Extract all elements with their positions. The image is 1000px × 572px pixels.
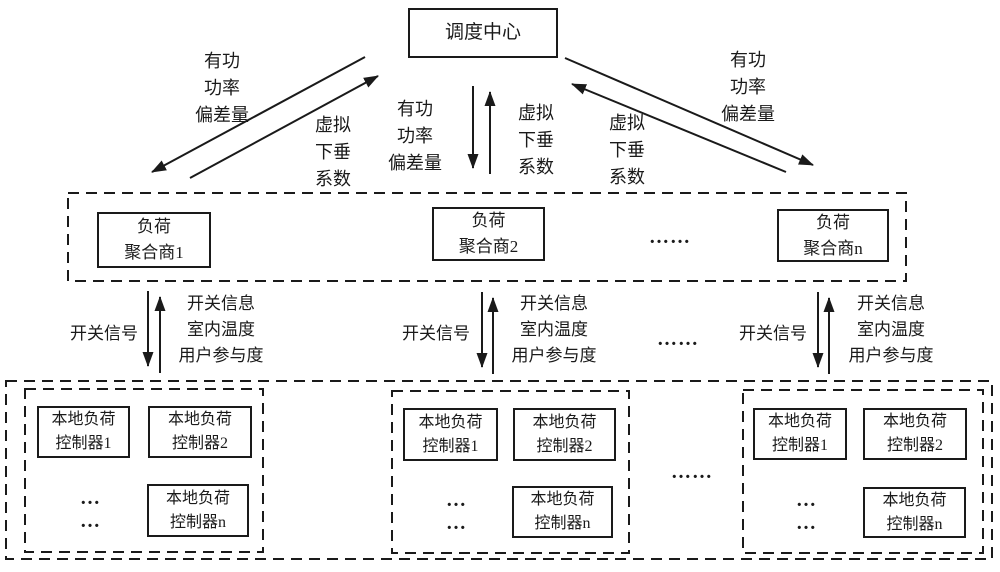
controller-label-line: 本地负荷: [418, 413, 483, 431]
controller-label-line: 控制器n: [169, 513, 226, 531]
label-line: 系数: [609, 167, 645, 187]
label-line: 偏差量: [388, 153, 442, 173]
local-controller2-box-group2: 本地负荷 控制器2: [513, 408, 616, 461]
label-line: 用户参与度: [178, 346, 264, 365]
aggregator-label-line: 负荷: [137, 217, 171, 236]
label-virtual-droop-center: 虚拟 下垂 系数: [491, 100, 581, 181]
aggregator-label-line: 聚合商1: [124, 243, 184, 262]
label-active-power-right: 有功 功率 偏差量: [703, 47, 793, 128]
label-line: 下垂: [315, 142, 351, 162]
label-line: 下垂: [609, 140, 645, 160]
label-line: 用户参与度: [511, 346, 597, 365]
controller-label-line: 控制器2: [536, 437, 593, 455]
label-line: 虚拟: [518, 103, 554, 123]
label-line: 虚拟: [315, 115, 351, 135]
label-line: 功率: [204, 78, 240, 98]
aggregator-label-line: 聚合商n: [803, 238, 863, 258]
controller-label-line: 控制器n: [886, 515, 943, 533]
ellipsis-line: …: [446, 489, 466, 511]
label-line: 系数: [315, 169, 351, 189]
label-active-power-center: 有功 功率 偏差量: [370, 96, 460, 177]
ellipsis-line: …: [80, 487, 100, 509]
controller-label-line: 控制器n: [534, 515, 591, 532]
label-switch-signal-group1: 开关信号: [70, 324, 138, 343]
label-virtual-droop-right: 虚拟 下垂 系数: [582, 110, 672, 191]
controller-label-line: 本地负荷: [167, 411, 232, 428]
aggregator-label-line: 负荷: [816, 212, 850, 232]
local-controllern-box-group2: 本地负荷 控制器n: [512, 486, 613, 538]
label-line: 室内温度: [520, 320, 588, 339]
label-line: 有功: [397, 99, 433, 119]
label-switch-signal-group2: 开关信号: [402, 324, 470, 343]
label-virtual-droop-left: 虚拟 下垂 系数: [288, 112, 378, 193]
label-line: 功率: [730, 77, 766, 97]
local-controller1-box-group1: 本地负荷 控制器1: [37, 406, 130, 458]
controller-label-line: 本地负荷: [165, 489, 230, 507]
controller-label-line: 控制器1: [55, 435, 112, 452]
local-group2-ellipsis: … …: [426, 489, 486, 535]
label-switch-signal-group3: 开关信号: [739, 324, 807, 343]
label-line: 有功: [730, 50, 766, 70]
label-line: 虚拟: [609, 113, 645, 133]
aggregator-label-line: 聚合商2: [458, 237, 519, 256]
ellipsis-line: …: [446, 512, 466, 534]
midrow-ellipsis: ……: [657, 328, 699, 350]
label-line: 系数: [518, 157, 554, 177]
label-line: 功率: [397, 126, 433, 146]
label-upload-info-group1: 开关信息 室内温度 用户参与度: [165, 291, 277, 369]
ellipsis-line: …: [796, 512, 816, 534]
local-group1-ellipsis: … …: [60, 487, 120, 533]
label-line: 下垂: [518, 130, 554, 150]
controller-label-line: 控制器1: [422, 437, 479, 455]
aggregator-1-box: 负荷 聚合商1: [97, 212, 211, 268]
aggregator-2-box: 负荷 聚合商2: [432, 207, 545, 261]
label-line: 开关信息: [857, 294, 925, 313]
label-active-power-left: 有功 功率 偏差量: [177, 48, 267, 129]
label-line: 用户参与度: [848, 346, 934, 365]
ellipsis-line: …: [80, 510, 100, 532]
controller-label-line: 本地负荷: [882, 491, 947, 509]
controller-label-line: 本地负荷: [767, 413, 832, 430]
local-controllern-box-group3: 本地负荷 控制器n: [863, 487, 966, 538]
label-line: 有功: [204, 51, 240, 71]
label-line: 开关信息: [520, 294, 588, 313]
local-groups-ellipsis: ……: [671, 461, 713, 483]
local-controller1-box-group2: 本地负荷 控制器1: [403, 408, 498, 461]
controller-label-line: 本地负荷: [530, 491, 595, 508]
aggregator-n-box: 负荷 聚合商n: [777, 209, 889, 262]
controller-label-line: 控制器2: [171, 435, 228, 452]
label-line: 偏差量: [195, 105, 249, 125]
local-group3-ellipsis: … …: [776, 489, 836, 535]
aggregator-row-ellipsis: ……: [649, 226, 691, 248]
dispatch-center-label: 调度中心: [444, 22, 521, 43]
controller-label-line: 控制器2: [886, 437, 943, 454]
label-upload-info-group2: 开关信息 室内温度 用户参与度: [498, 291, 610, 369]
ellipsis-line: …: [796, 489, 816, 511]
local-controller2-box-group1: 本地负荷 控制器2: [148, 406, 252, 458]
dispatch-center-box: 调度中心: [408, 8, 558, 58]
controller-label-line: 本地负荷: [882, 413, 947, 430]
label-line: 偏差量: [721, 104, 775, 124]
label-line: 室内温度: [857, 320, 925, 339]
aggregator-label-line: 负荷: [471, 211, 506, 230]
controller-label-line: 本地负荷: [532, 413, 597, 431]
label-line: 室内温度: [187, 320, 255, 339]
controller-label-line: 控制器1: [771, 437, 828, 454]
label-line: 开关信息: [187, 294, 255, 313]
controller-label-line: 本地负荷: [51, 411, 116, 428]
local-controller1-box-group3: 本地负荷 控制器1: [753, 408, 847, 460]
label-upload-info-group3: 开关信息 室内温度 用户参与度: [835, 291, 947, 369]
local-controller2-box-group3: 本地负荷 控制器2: [863, 408, 967, 460]
local-controllern-box-group1: 本地负荷 控制器n: [147, 484, 249, 537]
